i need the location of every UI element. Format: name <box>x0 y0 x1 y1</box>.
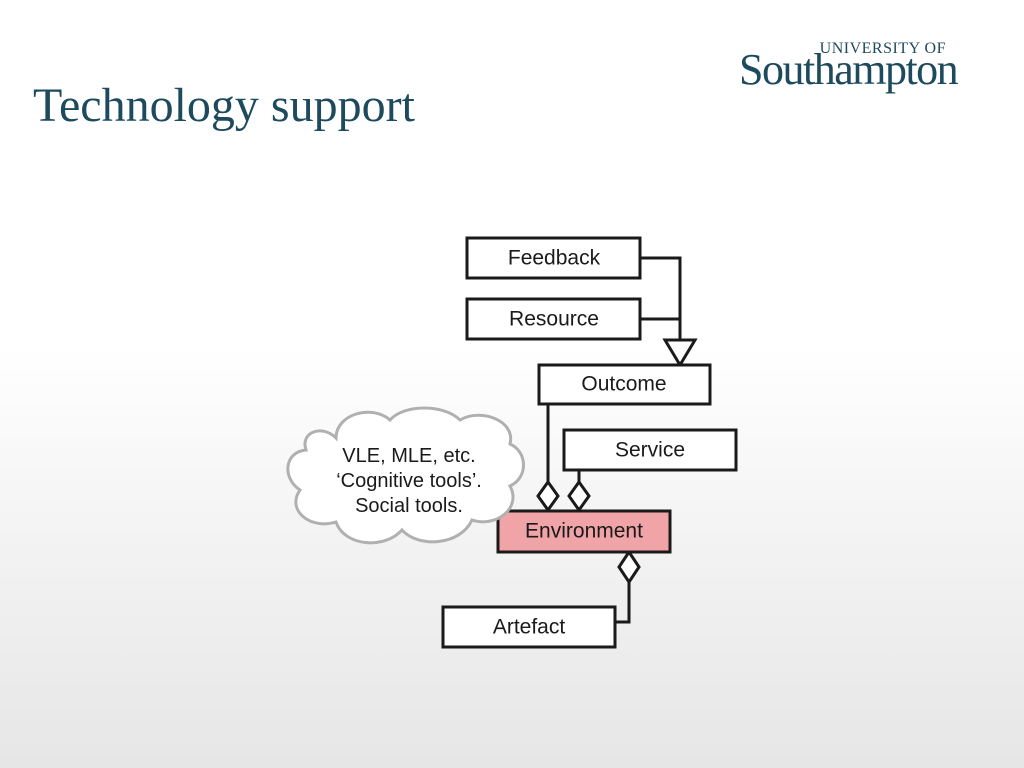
node-service-label: Service <box>615 439 685 462</box>
aggregation-diamond-artefact <box>617 549 641 585</box>
node-environment-label: Environment <box>525 520 643 543</box>
node-environment: Environment <box>496 509 672 554</box>
logo-main-text: Southampton <box>739 45 959 94</box>
cloud-line-1: VLE, MLE, etc. <box>342 445 475 467</box>
aggregation-diamond-outcome <box>536 479 560 513</box>
node-artefact: Artefact <box>441 605 617 649</box>
node-outcome-label: Outcome <box>581 373 666 396</box>
node-resource-label: Resource <box>509 308 599 331</box>
cloud-line-2: ‘Cognitive tools’. <box>336 470 482 492</box>
connector-feedback-outcome <box>640 256 682 340</box>
node-outcome: Outcome <box>537 363 712 406</box>
aggregation-diamond-service <box>567 479 591 513</box>
logo-top-text: UNIVERSITY OF <box>819 40 946 57</box>
slide-title: Technology support <box>33 79 415 132</box>
generalization-arrow-head <box>662 338 698 368</box>
node-feedback-label: Feedback <box>508 247 601 270</box>
cloud-shape <box>286 406 525 545</box>
node-feedback: Feedback <box>465 236 642 280</box>
cloud-line-3: Social tools. <box>355 495 463 517</box>
node-artefact-label: Artefact <box>493 616 566 639</box>
connector-environment-artefact <box>615 582 631 624</box>
node-resource: Resource <box>465 297 642 341</box>
node-service: Service <box>562 428 738 472</box>
technology-cloud: VLE, MLE, etc. ‘Cognitive tools’. Social… <box>286 406 525 545</box>
university-logo: UNIVERSITY OF Southampton <box>736 40 986 100</box>
